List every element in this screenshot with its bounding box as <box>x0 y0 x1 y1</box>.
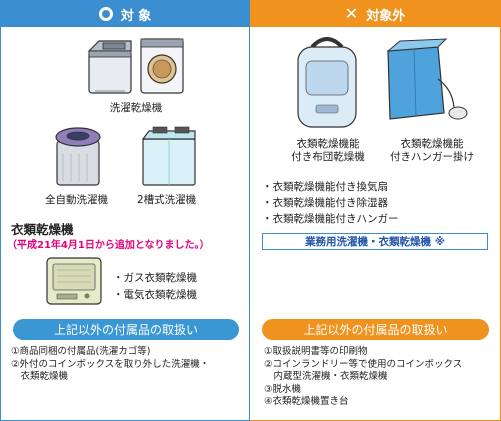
automatic-washer-label: 全自動洗濯機 <box>45 194 108 206</box>
list-item: ・電気衣類乾燥機 <box>113 289 197 301</box>
clothes-dryer-title: 衣類乾燥機 <box>11 222 74 237</box>
list-item: 内蔵型洗濯機・衣類乾燥機 <box>264 371 388 382</box>
clothes-dryer-type-list: ・ガス衣類乾燥機 ・電気衣類乾燥機 <box>113 270 197 304</box>
futon-dryer-illustration <box>297 37 357 128</box>
excluded-items-list: ・衣類乾燥機能付き換気扇 ・衣類乾燥機能付き除湿器 ・衣類乾燥機能付きハンガー <box>262 179 399 227</box>
list-item: ①商品同梱の付属品(洗濯カゴ等) <box>11 346 151 357</box>
twin-tub-washer-illustration <box>141 126 196 186</box>
list-item: ・衣類乾燥機能付きハンガー <box>262 213 399 225</box>
circle-icon <box>98 7 113 21</box>
excluded-header: ✕ 対象外 <box>250 1 500 27</box>
excluded-panel: ✕ 対象外 衣類乾燥機能 付き布団乾燥機 衣類乾燥機能 付きハンガー掛け ・衣類… <box>250 0 501 421</box>
list-item: ②コインランドリー等で使用のコインボックス <box>264 358 463 370</box>
excluded-accessories-list: ①取扱説明書等の印刷物 ②コインランドリー等で使用のコインボックス 内蔵型洗濯機… <box>264 346 462 409</box>
target-header-title: 対 象 <box>120 8 152 24</box>
target-header: 対 象 <box>1 1 249 27</box>
list-item: ②外付のコインボックスを取り外した洗濯機・ <box>11 358 210 370</box>
clothes-dryer-illustration <box>46 257 102 305</box>
target-panel: 対 象 洗濯乾燥機 全自動洗濯機 2槽式洗濯機 衣類乾燥機 （平成21年4月1日… <box>0 0 250 421</box>
target-accessories-title: 上記以外の付属品の取扱い <box>53 323 198 337</box>
top-load-washer-dryer-illustration <box>87 40 132 94</box>
cross-icon: ✕ <box>344 4 359 23</box>
business-use-box: 業務用洗濯機・衣類乾燥機 ※ <box>262 233 488 250</box>
list-item: ①取扱説明書等の印刷物 <box>264 346 368 357</box>
list-item: ・衣類乾燥機能付き換気扇 <box>262 181 388 193</box>
excluded-accessories-banner: 上記以外の付属品の取扱い <box>262 319 489 340</box>
list-item: ③脱水機 <box>264 383 302 395</box>
target-accessories-banner: 上記以外の付属品の取扱い <box>13 319 239 340</box>
futon-dryer-label: 衣類乾燥機能 付き布団乾燥機 <box>291 138 365 163</box>
drum-washer-dryer-illustration <box>140 38 184 94</box>
automatic-washer-illustration <box>55 127 101 186</box>
excluded-accessories-title: 上記以外の付属品の取扱い <box>303 323 448 337</box>
list-item: 衣類乾燥機 <box>11 371 69 382</box>
list-item: ・衣類乾燥機能付き除湿器 <box>262 197 388 209</box>
business-use-label: 業務用洗濯機・衣類乾燥機 ※ <box>305 236 445 248</box>
washer-dryer-label: 洗濯乾燥機 <box>109 102 163 114</box>
target-accessories-list: ①商品同梱の付属品(洗濯カゴ等) ②外付のコインボックスを取り外した洗濯機・ 衣… <box>11 346 209 384</box>
hanger-dryer-illustration <box>386 38 468 120</box>
list-item: ・ガス衣類乾燥機 <box>113 272 197 284</box>
excluded-header-title: 対象外 <box>366 8 406 24</box>
clothes-dryer-note: （平成21年4月1日から追加となりました。） <box>7 240 210 251</box>
hanger-dryer-label: 衣類乾燥機能 付きハンガー掛け <box>390 138 474 163</box>
list-item: ④衣類乾燥機置き台 <box>264 396 349 407</box>
twin-tub-label: 2槽式洗濯機 <box>137 194 197 206</box>
